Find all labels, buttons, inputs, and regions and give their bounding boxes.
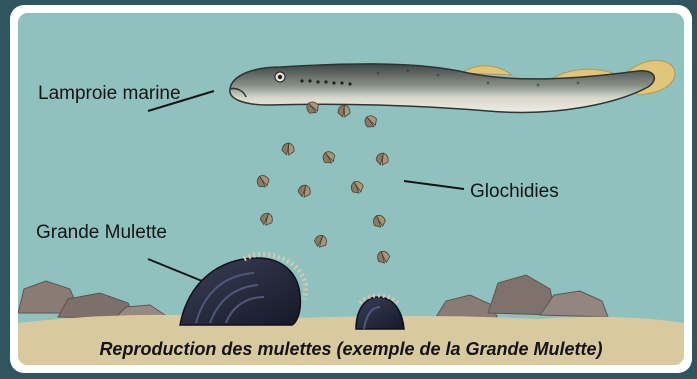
glochidium bbox=[313, 233, 329, 249]
river-scene: Lamproie marine Glochidies Grande Mulett… bbox=[18, 13, 684, 365]
glochidium bbox=[371, 213, 387, 229]
glochidium bbox=[375, 152, 389, 166]
glochidium bbox=[304, 99, 321, 116]
label-grande-mulette: Grande Mulette bbox=[36, 221, 167, 245]
glochidium bbox=[320, 149, 337, 166]
glochidium bbox=[255, 173, 272, 190]
glochidium bbox=[349, 179, 365, 195]
glochidium bbox=[362, 113, 379, 130]
glochidium bbox=[282, 142, 295, 155]
label-glochidia: Glochidies bbox=[470, 180, 559, 204]
illustration-frame: Lamproie marine Glochidies Grande Mulett… bbox=[10, 5, 692, 373]
glochidium bbox=[297, 184, 312, 199]
glochidia-cloud bbox=[18, 13, 684, 365]
glochidium bbox=[259, 212, 274, 227]
glochidium bbox=[376, 249, 392, 265]
glochidium bbox=[338, 105, 350, 117]
label-lamprey: Lamproie marine bbox=[38, 82, 188, 106]
figure-caption: Reproduction des mulettes (exemple de la… bbox=[18, 339, 684, 360]
